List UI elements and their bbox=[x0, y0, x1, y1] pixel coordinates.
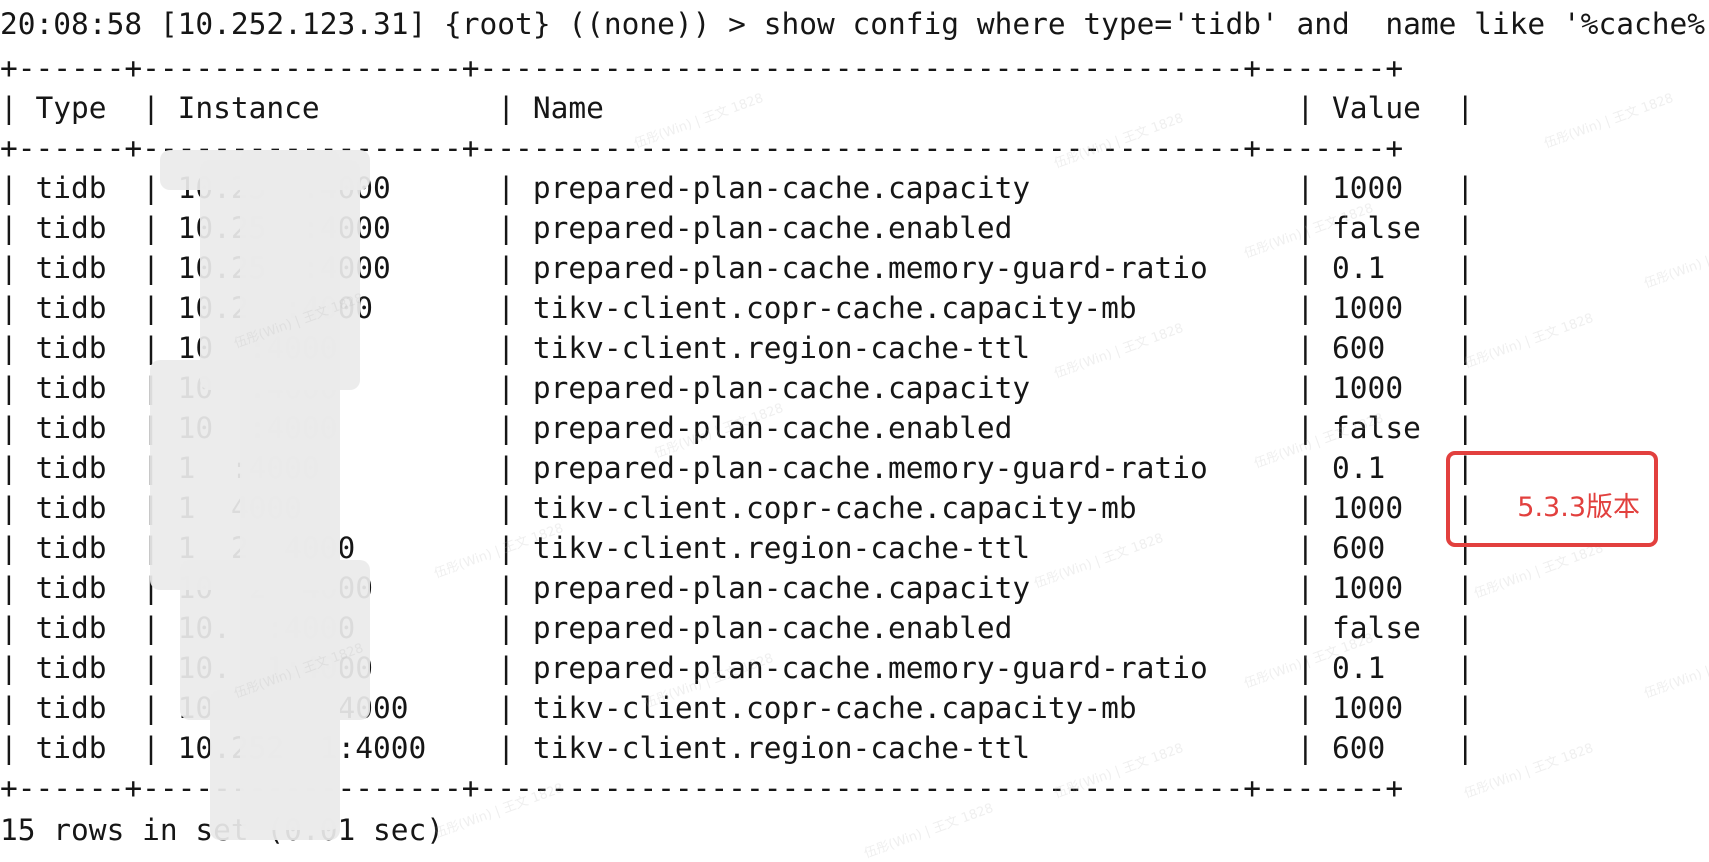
watermark-text: 伍彤(Win) | 王文 1828 bbox=[1542, 90, 1676, 152]
watermark-text: 伍彤(Win) | 王文 1828 bbox=[1462, 740, 1596, 802]
table-border-top: +------+------------------+-------------… bbox=[0, 51, 1404, 85]
watermark-text: 伍彤(Win) | 王文 1828 bbox=[1462, 310, 1596, 372]
table-row: | tidb | 10.2 :4000 | tikv-client.copr-c… bbox=[0, 291, 1475, 325]
version-annotation-label: 5.3.3版本 bbox=[1517, 492, 1640, 523]
watermark-text: 伍彤(Win) | 王文 1828 bbox=[1642, 231, 1709, 292]
table-row: | tidb | 10.25 :4000 | prepared-plan-cac… bbox=[0, 171, 1475, 205]
version-annotation-box: 5.3.3版本 bbox=[1446, 451, 1658, 547]
redaction-blob bbox=[240, 150, 340, 830]
table-header-row: | Type | Instance | Name | Value | bbox=[0, 91, 1475, 125]
watermark-text: 伍彤(Win) | 王文 1828 bbox=[1642, 641, 1709, 702]
command-prompt-line: 20:08:58 [10.252.123.31] {root} ((none))… bbox=[0, 7, 1709, 41]
